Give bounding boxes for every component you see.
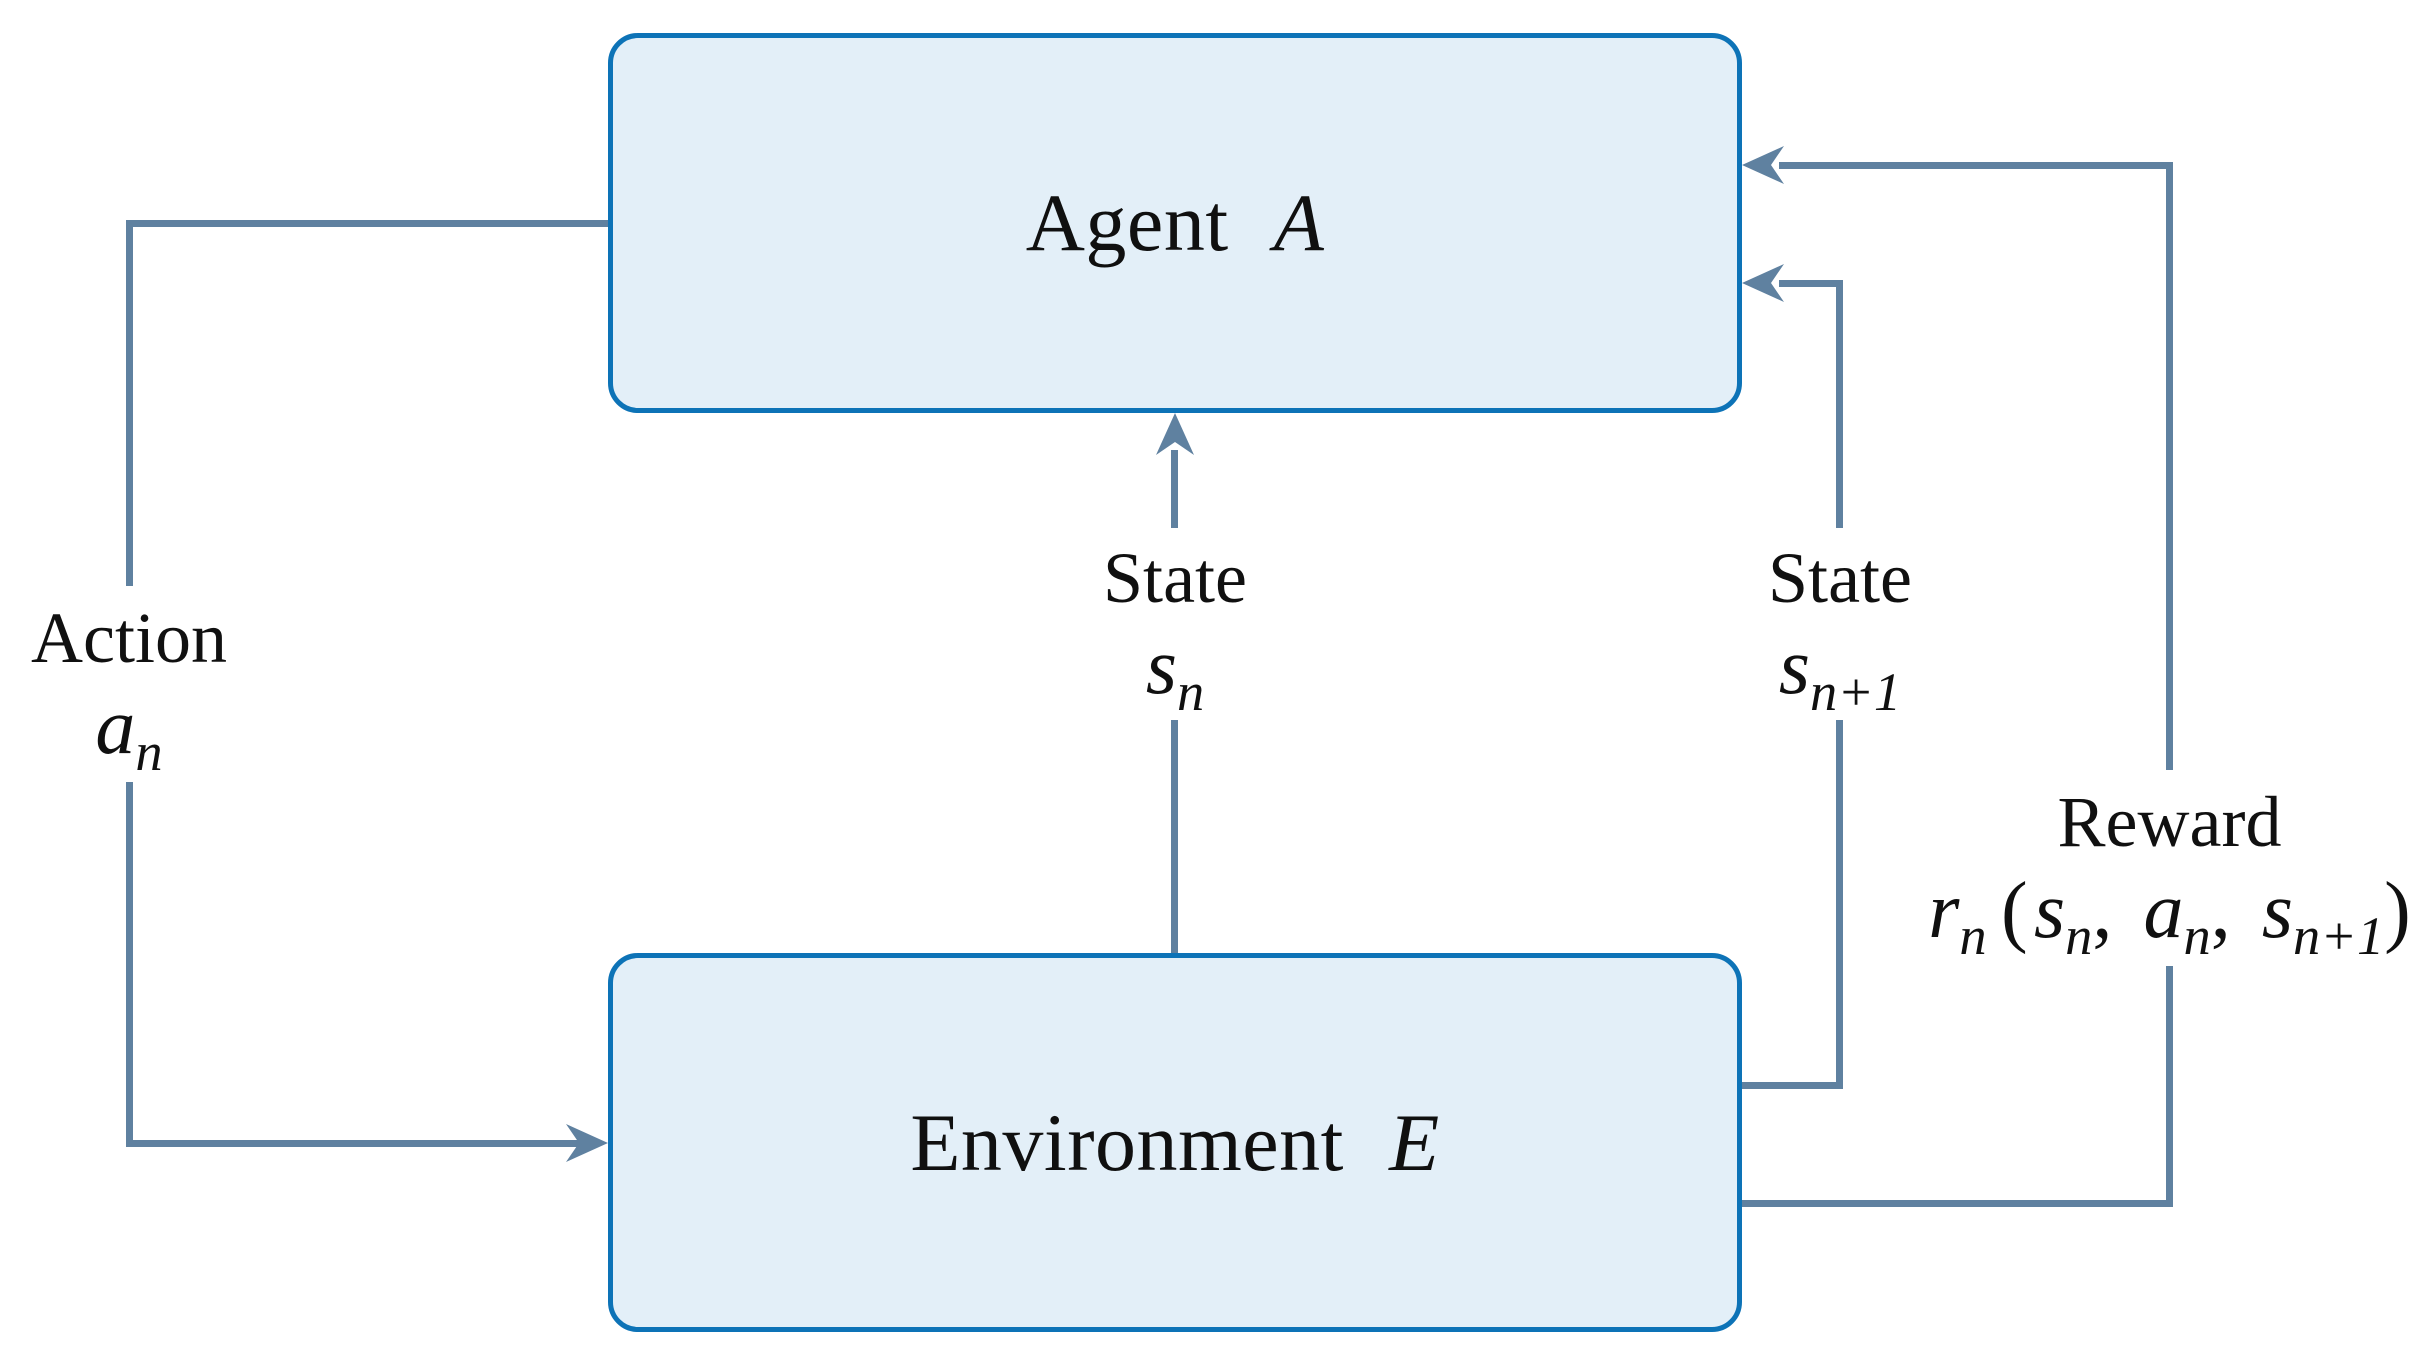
reward-separator-1: , bbox=[2092, 867, 2133, 956]
reward-title: Reward bbox=[2057, 781, 2282, 862]
state-n-title: State bbox=[1103, 537, 1247, 618]
reward-arg2: a bbox=[2143, 867, 2184, 956]
agent-node-title: Agent A bbox=[1026, 176, 1325, 270]
state-n1-arrowhead-icon bbox=[1742, 264, 1784, 302]
reward-line-vertical bbox=[2166, 162, 2173, 1207]
reward-var-sub: n bbox=[1959, 906, 1987, 967]
environment-symbol: E bbox=[1389, 1096, 1440, 1188]
state-n-var: s bbox=[1145, 623, 1177, 712]
state-n1-var: s bbox=[1778, 623, 1811, 712]
reward-line-bottom bbox=[1742, 1200, 2173, 1207]
reward-arrowhead-icon bbox=[1742, 146, 1784, 184]
action-arrowhead-icon bbox=[566, 1124, 608, 1162]
state-n-arrowhead-icon bbox=[1156, 413, 1194, 455]
state-n1-line-bottom bbox=[1742, 1082, 1843, 1089]
reward-formula: rn(sn, an, sn+1) bbox=[1928, 867, 2411, 963]
state-n1-formula: sn+1 bbox=[1778, 623, 1901, 719]
state-n1-title: State bbox=[1768, 537, 1912, 618]
state-n1-edge-label: State sn+1 bbox=[1718, 528, 1962, 720]
agent-label: Agent bbox=[1025, 177, 1229, 268]
action-line-top bbox=[129, 220, 611, 227]
reward-edge-label: Reward rn(sn, an, sn+1) bbox=[1927, 770, 2412, 966]
reward-arg3-sub: n+1 bbox=[2293, 906, 2385, 967]
reward-arg3: s bbox=[2261, 867, 2294, 956]
state-n-sub: n bbox=[1176, 662, 1205, 723]
environment-node: Environment E bbox=[608, 953, 1742, 1332]
action-var: a bbox=[95, 683, 136, 772]
action-title: Action bbox=[31, 597, 227, 678]
state-n-edge-label: State sn bbox=[1055, 528, 1295, 720]
state-n-formula: sn bbox=[1145, 623, 1204, 719]
action-sub: n bbox=[135, 722, 163, 783]
action-edge-label: Action an bbox=[9, 586, 249, 782]
reward-paren-open: ( bbox=[2000, 867, 2028, 956]
action-formula: an bbox=[95, 683, 162, 779]
environment-node-title: Environment E bbox=[910, 1096, 1439, 1190]
reward-paren-close: ) bbox=[2384, 867, 2411, 956]
environment-label: Environment bbox=[910, 1096, 1344, 1188]
action-line-bottom bbox=[126, 1140, 581, 1147]
agent-node: Agent A bbox=[608, 33, 1742, 413]
reward-line-top bbox=[1779, 162, 2173, 169]
reward-arg1-sub: n bbox=[2065, 906, 2093, 967]
reward-arg1: s bbox=[2033, 867, 2066, 956]
state-n1-sub: n+1 bbox=[1810, 662, 1902, 723]
agent-symbol: A bbox=[1273, 177, 1325, 268]
state-n1-line-top bbox=[1779, 280, 1843, 287]
reward-var: r bbox=[1928, 867, 1960, 956]
reward-arg2-sub: n bbox=[2183, 906, 2211, 967]
reward-separator-2: , bbox=[2210, 867, 2251, 956]
